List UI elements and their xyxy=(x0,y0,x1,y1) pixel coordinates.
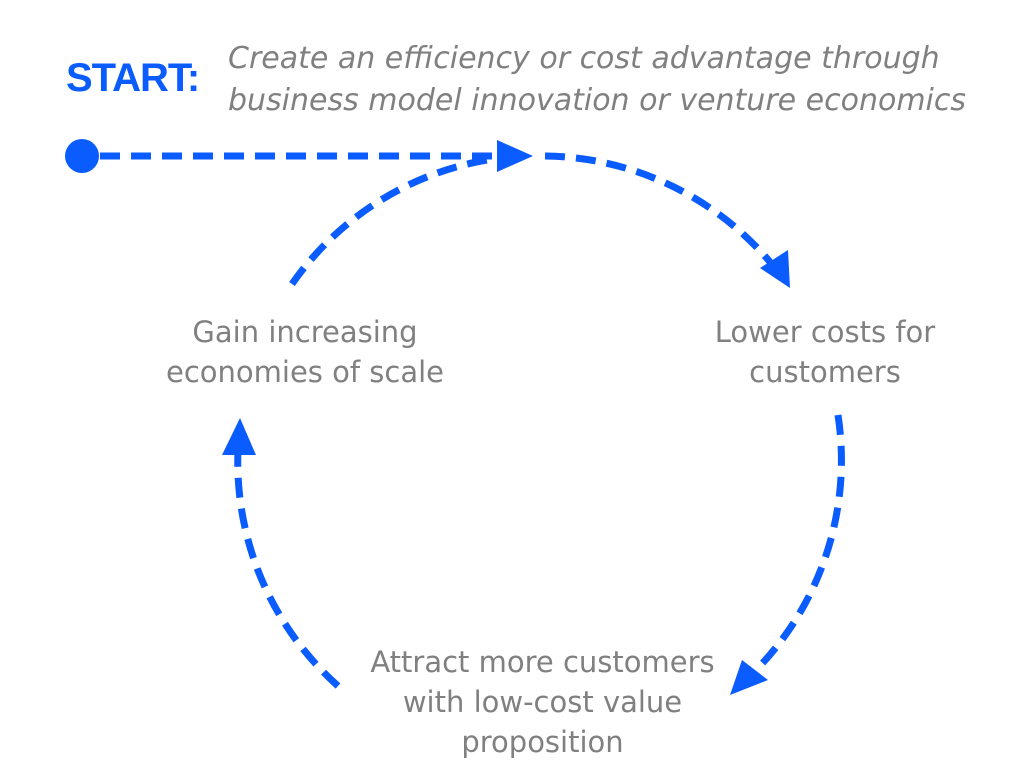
node-text: customers xyxy=(749,355,901,389)
arrowhead-right xyxy=(760,250,790,288)
node-economies-of-scale: Gain increasing economies of scale xyxy=(155,312,455,392)
node-text: with low-cost value xyxy=(402,685,683,719)
node-text: proposition xyxy=(461,725,624,759)
arrowhead-bottom xyxy=(730,660,768,695)
node-text: economies of scale xyxy=(165,355,445,389)
node-text: Gain increasing xyxy=(192,315,418,349)
node-text: Attract more customers xyxy=(370,645,715,679)
start-description-line1: Create an efficiency or cost advantage t… xyxy=(228,41,940,76)
start-label: START: xyxy=(66,56,200,100)
arc-bottom-to-left xyxy=(234,449,341,689)
arrowhead-left xyxy=(222,418,256,455)
start-dot xyxy=(65,139,99,173)
arc-left-to-top xyxy=(289,154,501,287)
start-description-line2: business model innovation or venture eco… xyxy=(228,83,967,118)
arrowhead-top xyxy=(497,140,533,172)
node-lower-costs: Lower costs for customers xyxy=(680,312,970,392)
node-attract-customers: Attract more customers with low-cost val… xyxy=(340,642,745,762)
node-text: Lower costs for xyxy=(714,315,936,349)
arc-top-to-right xyxy=(544,152,773,265)
arc-right-to-bottom xyxy=(755,414,845,671)
start-description: Create an efficiency or cost advantage t… xyxy=(228,38,966,122)
